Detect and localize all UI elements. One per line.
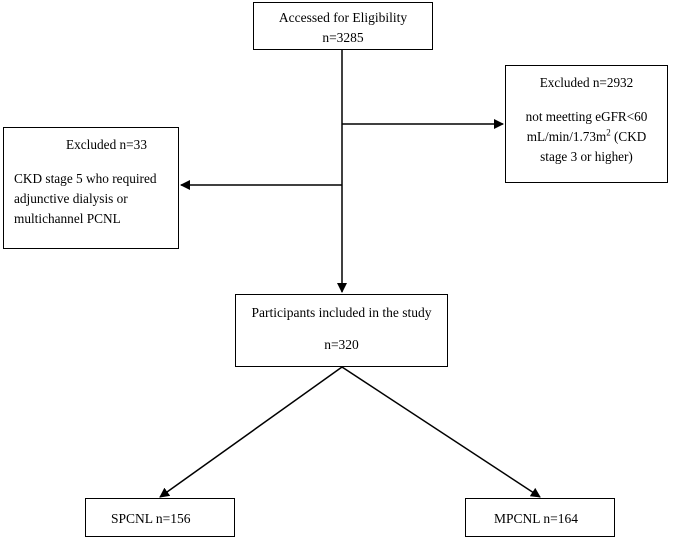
spacer <box>506 93 667 107</box>
eligibility-count: n=3285 <box>322 30 364 45</box>
excluded-right-criterion-line3: stage 3 or higher) <box>540 149 633 164</box>
excluded-left-box: Excluded n=33 CKD stage 5 who required a… <box>3 127 179 249</box>
unit-superscript: 2 <box>606 127 611 138</box>
spacer <box>14 155 178 169</box>
unit-text: mL/min/1.73m <box>526 129 607 144</box>
excluded-left-criterion-line2: adjunctive dialysis or <box>14 191 128 206</box>
spacer <box>236 323 447 335</box>
arrow-to-mpcnl <box>341 366 541 498</box>
included-box: Participants included in the study n=320 <box>235 294 448 367</box>
excluded-left-criterion-line1: CKD stage 5 who required <box>14 171 157 186</box>
spcnl-label: SPCNL n=156 <box>111 511 191 526</box>
included-title: Participants included in the study <box>251 305 432 320</box>
excluded-right-title: Excluded n=2932 <box>539 75 634 90</box>
excluded-left-title: Excluded n=33 <box>66 137 147 152</box>
mpcnl-label: MPCNL n=164 <box>494 511 578 526</box>
excluded-right-criterion-line2: mL/min/1.73m2 (CKD <box>506 127 667 147</box>
spcnl-box: SPCNL n=156 <box>85 498 235 537</box>
eligibility-box: Accessed for Eligibility n=3285 <box>253 2 433 50</box>
excluded-right-box: Excluded n=2932 not meetting eGFR<60 mL/… <box>505 65 668 183</box>
excluded-right-criterion-line1: not meetting eGFR<60 <box>525 109 648 124</box>
excluded-left-criterion-line3: multichannel PCNL <box>14 211 121 226</box>
arrow-to-spcnl <box>159 366 343 498</box>
eligibility-title: Accessed for Eligibility <box>278 10 408 25</box>
unit-tail-text: (CKD <box>610 129 647 144</box>
included-count: n=320 <box>324 337 359 352</box>
mpcnl-box: MPCNL n=164 <box>465 498 615 537</box>
